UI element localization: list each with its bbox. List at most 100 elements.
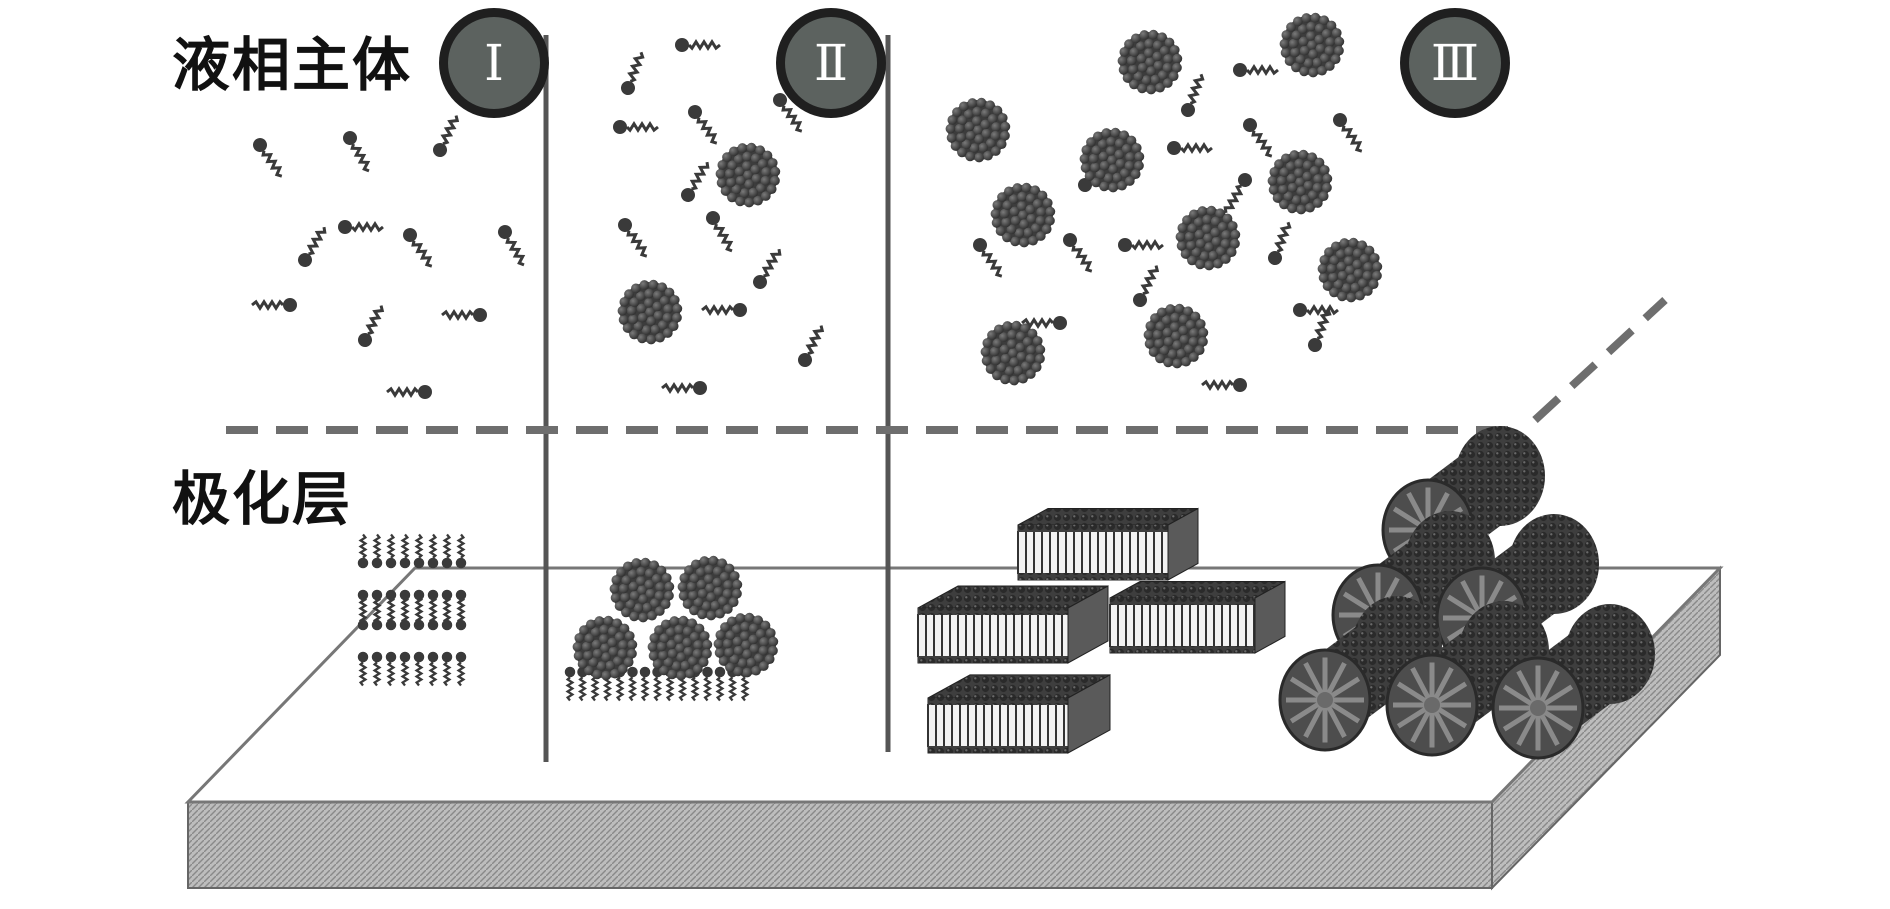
- lamellar-slab: [917, 585, 1109, 664]
- surfactant-molecule-icon: [688, 105, 718, 145]
- surfactant-molecule-icon: [1233, 63, 1279, 77]
- surfactant-molecule-icon: [441, 308, 487, 322]
- surfactant-molecule-icon: [564, 666, 576, 702]
- lamellar-slab: [1017, 507, 1199, 581]
- surfactant-molecule-icon: [413, 651, 425, 687]
- polarization-layer-label: 极化层: [172, 465, 353, 533]
- surfactant-molecule-icon: [1167, 141, 1213, 155]
- surfactant-molecule-icon: [427, 595, 439, 631]
- surfactant-molecule-icon: [1133, 265, 1160, 307]
- spherical-micelle-icon: [572, 615, 638, 681]
- spherical-micelle-icon: [980, 320, 1046, 386]
- spherical-micelles-bulk: [617, 12, 1383, 386]
- membrane-side-front: [187, 801, 1493, 889]
- stage-1-adsorbed-bilayer: [357, 533, 467, 687]
- surfactant-molecule-icon: [661, 381, 707, 395]
- surfactant-molecule-icon: [413, 595, 425, 631]
- rod-micelle-icon: [1278, 596, 1442, 752]
- surfactant-molecule-icon: [1223, 173, 1252, 214]
- rod-micelle-icon: [1491, 604, 1655, 760]
- surfactant-molecule-icon: [385, 595, 397, 631]
- surfactant-molecule-icon: [358, 305, 385, 347]
- spherical-micelle-icon: [1079, 127, 1145, 193]
- surfactant-molecule-icon: [675, 38, 721, 52]
- surfactant-molecule-icon: [433, 115, 460, 157]
- free-surfactant-molecules: [251, 38, 1363, 399]
- spherical-micelle-icon: [1317, 237, 1383, 303]
- surfactant-molecule-icon: [701, 303, 747, 317]
- surfactant-molecule-icon: [773, 93, 803, 133]
- surfactant-molecule-icon: [386, 385, 432, 399]
- spherical-micelle-icon: [945, 97, 1011, 163]
- surfactant-molecule-icon: [498, 225, 526, 267]
- stage-3-rod-micelle-stack: [1278, 426, 1655, 760]
- surfactant-molecule-icon: [298, 226, 327, 267]
- spherical-micelle-icon: [1143, 303, 1209, 369]
- surfactant-molecule-icon: [371, 595, 383, 631]
- surfactant-molecule-icon: [385, 651, 397, 687]
- surfactant-molecule-icon: [357, 533, 369, 569]
- surfactant-molecule-icon: [627, 666, 638, 702]
- surfactant-molecule-icon: [385, 533, 397, 569]
- surfactant-molecule-icon: [706, 211, 734, 253]
- surfactant-molecule-icon: [399, 651, 411, 687]
- spherical-micelle-icon: [609, 557, 675, 623]
- spherical-micelle-icon: [1267, 149, 1333, 215]
- surfactant-molecule-icon: [1268, 221, 1292, 265]
- surfactant-molecule-icon: [441, 651, 453, 687]
- surfactant-molecule-icon: [1021, 316, 1067, 330]
- surfactant-molecule-icon: [371, 533, 383, 569]
- surfactant-molecule-icon: [441, 533, 453, 569]
- surfactant-molecule-icon: [1181, 73, 1205, 117]
- surfactant-molecule-icon: [371, 651, 383, 687]
- spherical-micelle-icon: [1175, 205, 1241, 271]
- spherical-micelle-icon: [990, 182, 1056, 248]
- lamellar-slab: [1109, 580, 1286, 654]
- surfactant-molecule-icon: [413, 533, 425, 569]
- spherical-micelle-icon: [1117, 29, 1183, 95]
- surfactant-molecule-icon: [251, 298, 297, 312]
- spherical-micelle-icon: [713, 612, 779, 678]
- surfactant-molecule-icon: [1243, 118, 1273, 158]
- surfactant-molecule-icon: [399, 533, 411, 569]
- surfactant-molecule-icon: [639, 666, 651, 702]
- surfactant-molecule-icon: [681, 161, 710, 202]
- surfactant-molecule-icon: [798, 325, 825, 367]
- stage-badge-2: Ⅱ: [785, 17, 877, 109]
- spherical-micelle-icon: [617, 279, 683, 345]
- surfactant-molecule-icon: [403, 228, 433, 268]
- surfactant-molecule-icon: [714, 666, 726, 702]
- surfactant-molecule-icon: [1118, 238, 1164, 252]
- surfactant-molecule-icon: [427, 533, 439, 569]
- polarization-boundary: [226, 297, 1668, 434]
- surfactant-molecule-icon: [357, 595, 369, 631]
- surfactant-molecule-icon: [338, 220, 384, 234]
- stage-badge-3: Ⅲ: [1409, 17, 1501, 109]
- lamellar-slab: [927, 674, 1111, 754]
- surfactant-molecule-icon: [455, 533, 467, 569]
- stage-3-lamellar-slabs: [917, 507, 1286, 754]
- surfactant-molecule-icon: [253, 138, 283, 178]
- spherical-micelle-icon: [647, 615, 713, 681]
- surfactant-molecule-icon: [1293, 303, 1339, 317]
- surfactant-molecule-icon: [455, 651, 467, 687]
- surfactant-molecule-icon: [621, 51, 645, 95]
- surfactant-molecule-icon: [1201, 378, 1247, 392]
- surfactant-molecule-icon: [399, 595, 411, 631]
- surfactant-molecule-icon: [702, 666, 713, 702]
- spherical-micelle-icon: [1279, 12, 1345, 78]
- surfactant-molecule-icon: [427, 651, 439, 687]
- stage-badge-1: Ⅰ: [448, 17, 540, 109]
- surfactant-molecule-icon: [613, 120, 659, 134]
- bulk-liquid-label: 液相主体: [172, 31, 413, 99]
- surfactant-molecule-icon: [1063, 233, 1093, 273]
- surfactant-molecule-icon: [357, 651, 369, 687]
- surfactant-molecule-icon: [753, 248, 782, 289]
- surfactant-molecule-icon: [441, 595, 453, 631]
- surfactant-molecule-icon: [1333, 113, 1363, 153]
- surfactant-molecule-icon: [1308, 308, 1332, 352]
- surfactant-molecule-icon: [455, 595, 467, 631]
- surfactant-molecule-icon: [618, 218, 648, 258]
- surfactant-molecule-icon: [973, 238, 1003, 278]
